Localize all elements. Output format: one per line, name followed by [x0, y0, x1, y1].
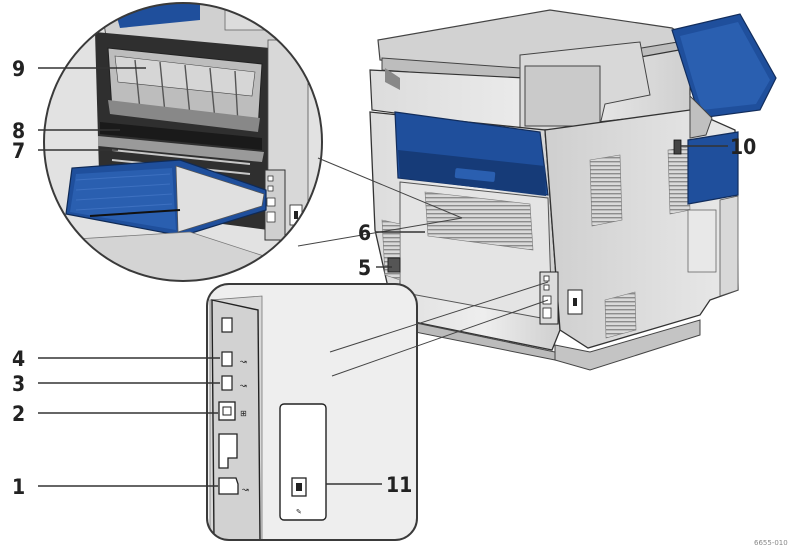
usb-port-4 — [221, 351, 233, 367]
usb-b-port — [218, 477, 239, 495]
callout-7: 7 — [12, 139, 25, 163]
svg-text:↝: ↝ — [242, 485, 249, 494]
rear-door-open-detail — [43, 2, 323, 282]
card-slot — [279, 403, 327, 521]
callout-leaders — [38, 67, 728, 487]
callout-6: 6 — [358, 221, 371, 245]
svg-text:↝: ↝ — [240, 357, 247, 366]
callout-3: 3 — [12, 372, 25, 396]
svg-text:⊞: ⊞ — [240, 409, 247, 418]
ethernet-port — [218, 401, 236, 421]
callout-9: 9 — [12, 57, 25, 81]
transfer-roller — [100, 122, 262, 150]
callout-numbers: 9 8 7 4 3 2 1 6 5 10 11 — [12, 57, 756, 499]
printer-main-view — [369, 9, 777, 371]
power-socket — [387, 257, 401, 273]
callout-10: 10 — [730, 135, 756, 159]
callout-4: 4 — [12, 347, 25, 371]
port-panel-detail: ↝ ↝ ⊞ ↝ ✎ — [206, 283, 418, 541]
svg-text:✎: ✎ — [296, 508, 302, 516]
callout-2: 2 — [12, 402, 25, 426]
callout-8: 8 — [12, 119, 25, 143]
svg-text:↝: ↝ — [240, 381, 247, 390]
callout-5: 5 — [358, 256, 371, 280]
figure-id: 6655-010 — [754, 539, 788, 546]
usb-port-3 — [221, 375, 233, 391]
side-blue-panel — [687, 131, 739, 205]
callout-1: 1 — [12, 475, 25, 499]
callout-11: 11 — [386, 473, 412, 497]
